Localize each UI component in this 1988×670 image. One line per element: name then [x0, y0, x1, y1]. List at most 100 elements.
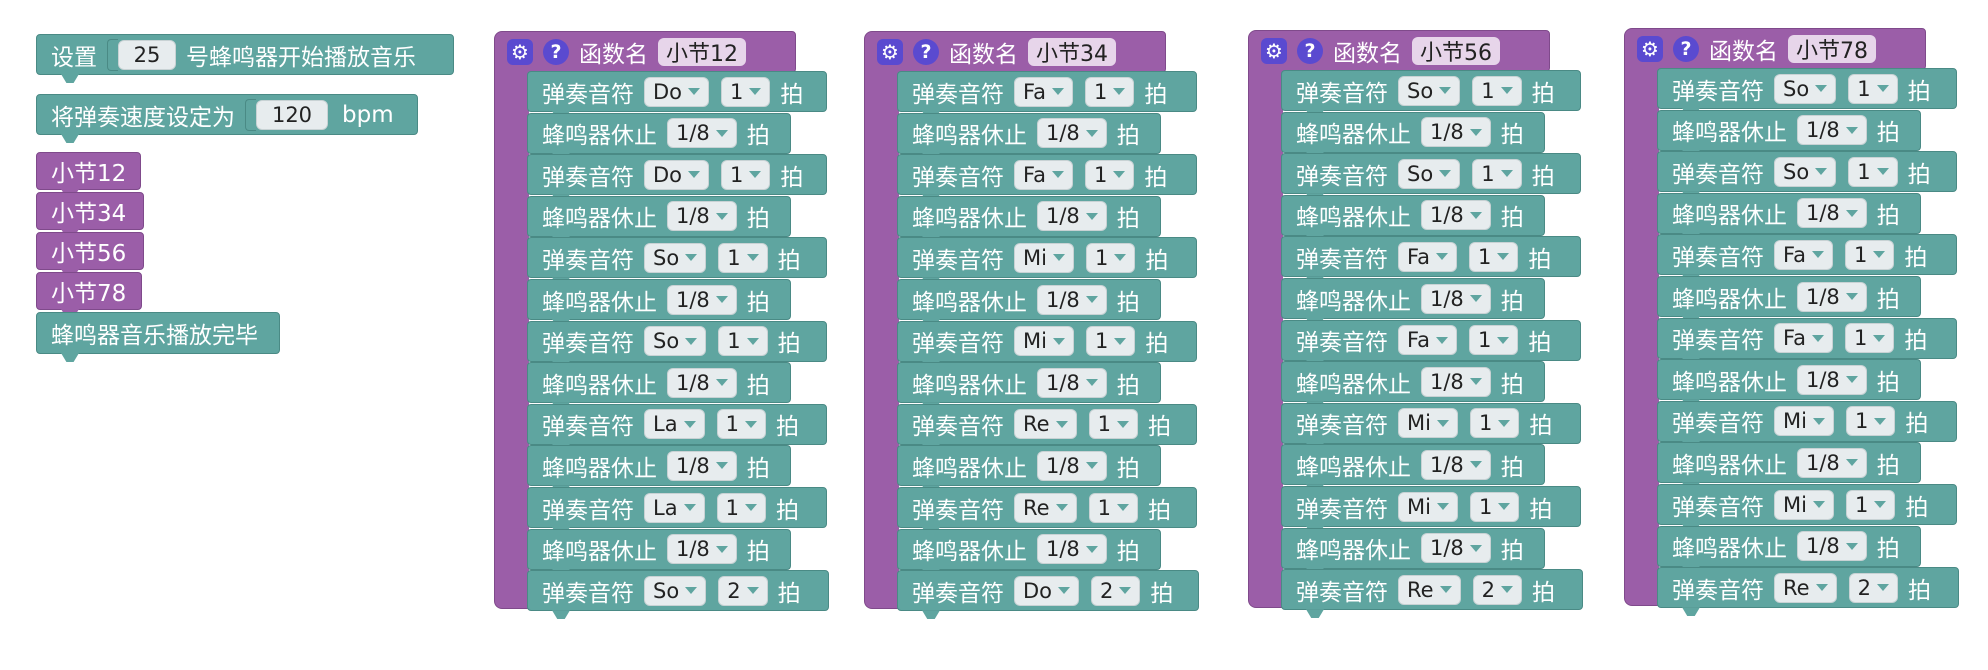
- beats-dropdown[interactable]: 2: [1091, 575, 1141, 606]
- rest-duration-dropdown[interactable]: 1/8: [1037, 367, 1107, 398]
- call-block-56[interactable]: 小节56: [36, 232, 144, 278]
- beats-dropdown[interactable]: 1: [1845, 406, 1896, 437]
- procedure-header[interactable]: ⚙?函数名小节78: [1624, 28, 1926, 70]
- rest-duration-dropdown[interactable]: 1/8: [1037, 118, 1107, 149]
- gear-icon[interactable]: ⚙: [1261, 38, 1287, 64]
- pin-number-field[interactable]: 25: [118, 39, 176, 70]
- beats-dropdown[interactable]: 1: [1472, 158, 1522, 189]
- rest-duration-dropdown[interactable]: 1/8: [1797, 115, 1867, 146]
- procedure-header[interactable]: ⚙?函数名小节12: [494, 31, 796, 73]
- set-tempo-block[interactable]: 将弹奏速度设定为 120 bpm: [36, 94, 418, 143]
- note-dropdown[interactable]: Re: [1398, 574, 1461, 605]
- beats-dropdown[interactable]: 1: [1469, 241, 1519, 272]
- beats-dropdown[interactable]: 1: [1469, 408, 1520, 439]
- gear-icon[interactable]: ⚙: [877, 39, 903, 65]
- beats-dropdown[interactable]: 1: [1845, 323, 1895, 354]
- note-dropdown[interactable]: Mi: [1774, 489, 1834, 520]
- note-dropdown[interactable]: So: [644, 575, 707, 606]
- beats-dropdown[interactable]: 1: [1848, 156, 1898, 187]
- beats-dropdown[interactable]: 1: [721, 159, 771, 190]
- note-dropdown[interactable]: Fa: [1774, 323, 1834, 354]
- music-finish-block[interactable]: 蜂鸣器音乐播放完毕: [36, 312, 280, 362]
- rest-duration-dropdown[interactable]: 1/8: [1421, 366, 1491, 397]
- rest-duration-dropdown[interactable]: 1/8: [667, 201, 737, 232]
- call-block-78[interactable]: 小节78: [36, 272, 142, 318]
- beats-dropdown[interactable]: 1: [1845, 489, 1896, 520]
- rest-duration-dropdown[interactable]: 1/8: [667, 118, 737, 149]
- note-dropdown[interactable]: Mi: [1774, 406, 1834, 437]
- beats-dropdown[interactable]: 1: [1088, 409, 1138, 440]
- rest-duration-dropdown[interactable]: 1/8: [1797, 198, 1867, 229]
- tempo-field[interactable]: 120: [256, 99, 328, 130]
- rest-duration-dropdown[interactable]: 1/8: [1421, 283, 1491, 314]
- beats-dropdown[interactable]: 2: [1472, 574, 1522, 605]
- beats-dropdown[interactable]: 2: [1848, 572, 1898, 603]
- rest-duration-dropdown[interactable]: 1/8: [1797, 447, 1867, 478]
- rest-duration-dropdown[interactable]: 1/8: [1037, 534, 1107, 565]
- beats-dropdown[interactable]: 1: [1472, 75, 1522, 106]
- note-dropdown[interactable]: So: [1398, 75, 1461, 106]
- function-name-field[interactable]: 小节12: [658, 38, 746, 67]
- function-name-field[interactable]: 小节78: [1788, 35, 1876, 64]
- beats-dropdown[interactable]: 1: [716, 409, 766, 440]
- beats-dropdown[interactable]: 1: [718, 242, 768, 273]
- rest-duration-dropdown[interactable]: 1/8: [1037, 201, 1107, 232]
- gear-icon[interactable]: ⚙: [507, 39, 533, 65]
- rest-duration-dropdown[interactable]: 1/8: [667, 534, 737, 565]
- beats-dropdown[interactable]: 1: [1848, 73, 1898, 104]
- beats-dropdown[interactable]: 1: [1085, 76, 1135, 107]
- rest-duration-dropdown[interactable]: 1/8: [1421, 200, 1491, 231]
- note-dropdown[interactable]: Do: [644, 159, 710, 190]
- call-block-12[interactable]: 小节12: [36, 152, 141, 198]
- note-dropdown[interactable]: Do: [1014, 575, 1080, 606]
- rest-duration-dropdown[interactable]: 1/8: [667, 284, 737, 315]
- help-icon[interactable]: ?: [1297, 38, 1323, 64]
- note-dropdown[interactable]: La: [644, 409, 705, 440]
- note-dropdown[interactable]: Re: [1014, 492, 1077, 523]
- rest-duration-dropdown[interactable]: 1/8: [1797, 281, 1867, 312]
- beats-dropdown[interactable]: 1: [1845, 239, 1895, 270]
- beats-dropdown[interactable]: 1: [1085, 159, 1135, 190]
- rest-duration-dropdown[interactable]: 1/8: [1797, 531, 1867, 562]
- beats-dropdown[interactable]: 1: [721, 76, 771, 107]
- rest-duration-dropdown[interactable]: 1/8: [1421, 449, 1491, 480]
- rest-duration-dropdown[interactable]: 1/8: [667, 367, 737, 398]
- note-dropdown[interactable]: So: [644, 326, 707, 357]
- beats-dropdown[interactable]: 1: [1469, 325, 1519, 356]
- procedure-header[interactable]: ⚙?函数名小节56: [1248, 30, 1550, 72]
- rest-duration-dropdown[interactable]: 1/8: [1797, 364, 1867, 395]
- beats-dropdown[interactable]: 2: [718, 575, 768, 606]
- note-dropdown[interactable]: La: [644, 492, 705, 523]
